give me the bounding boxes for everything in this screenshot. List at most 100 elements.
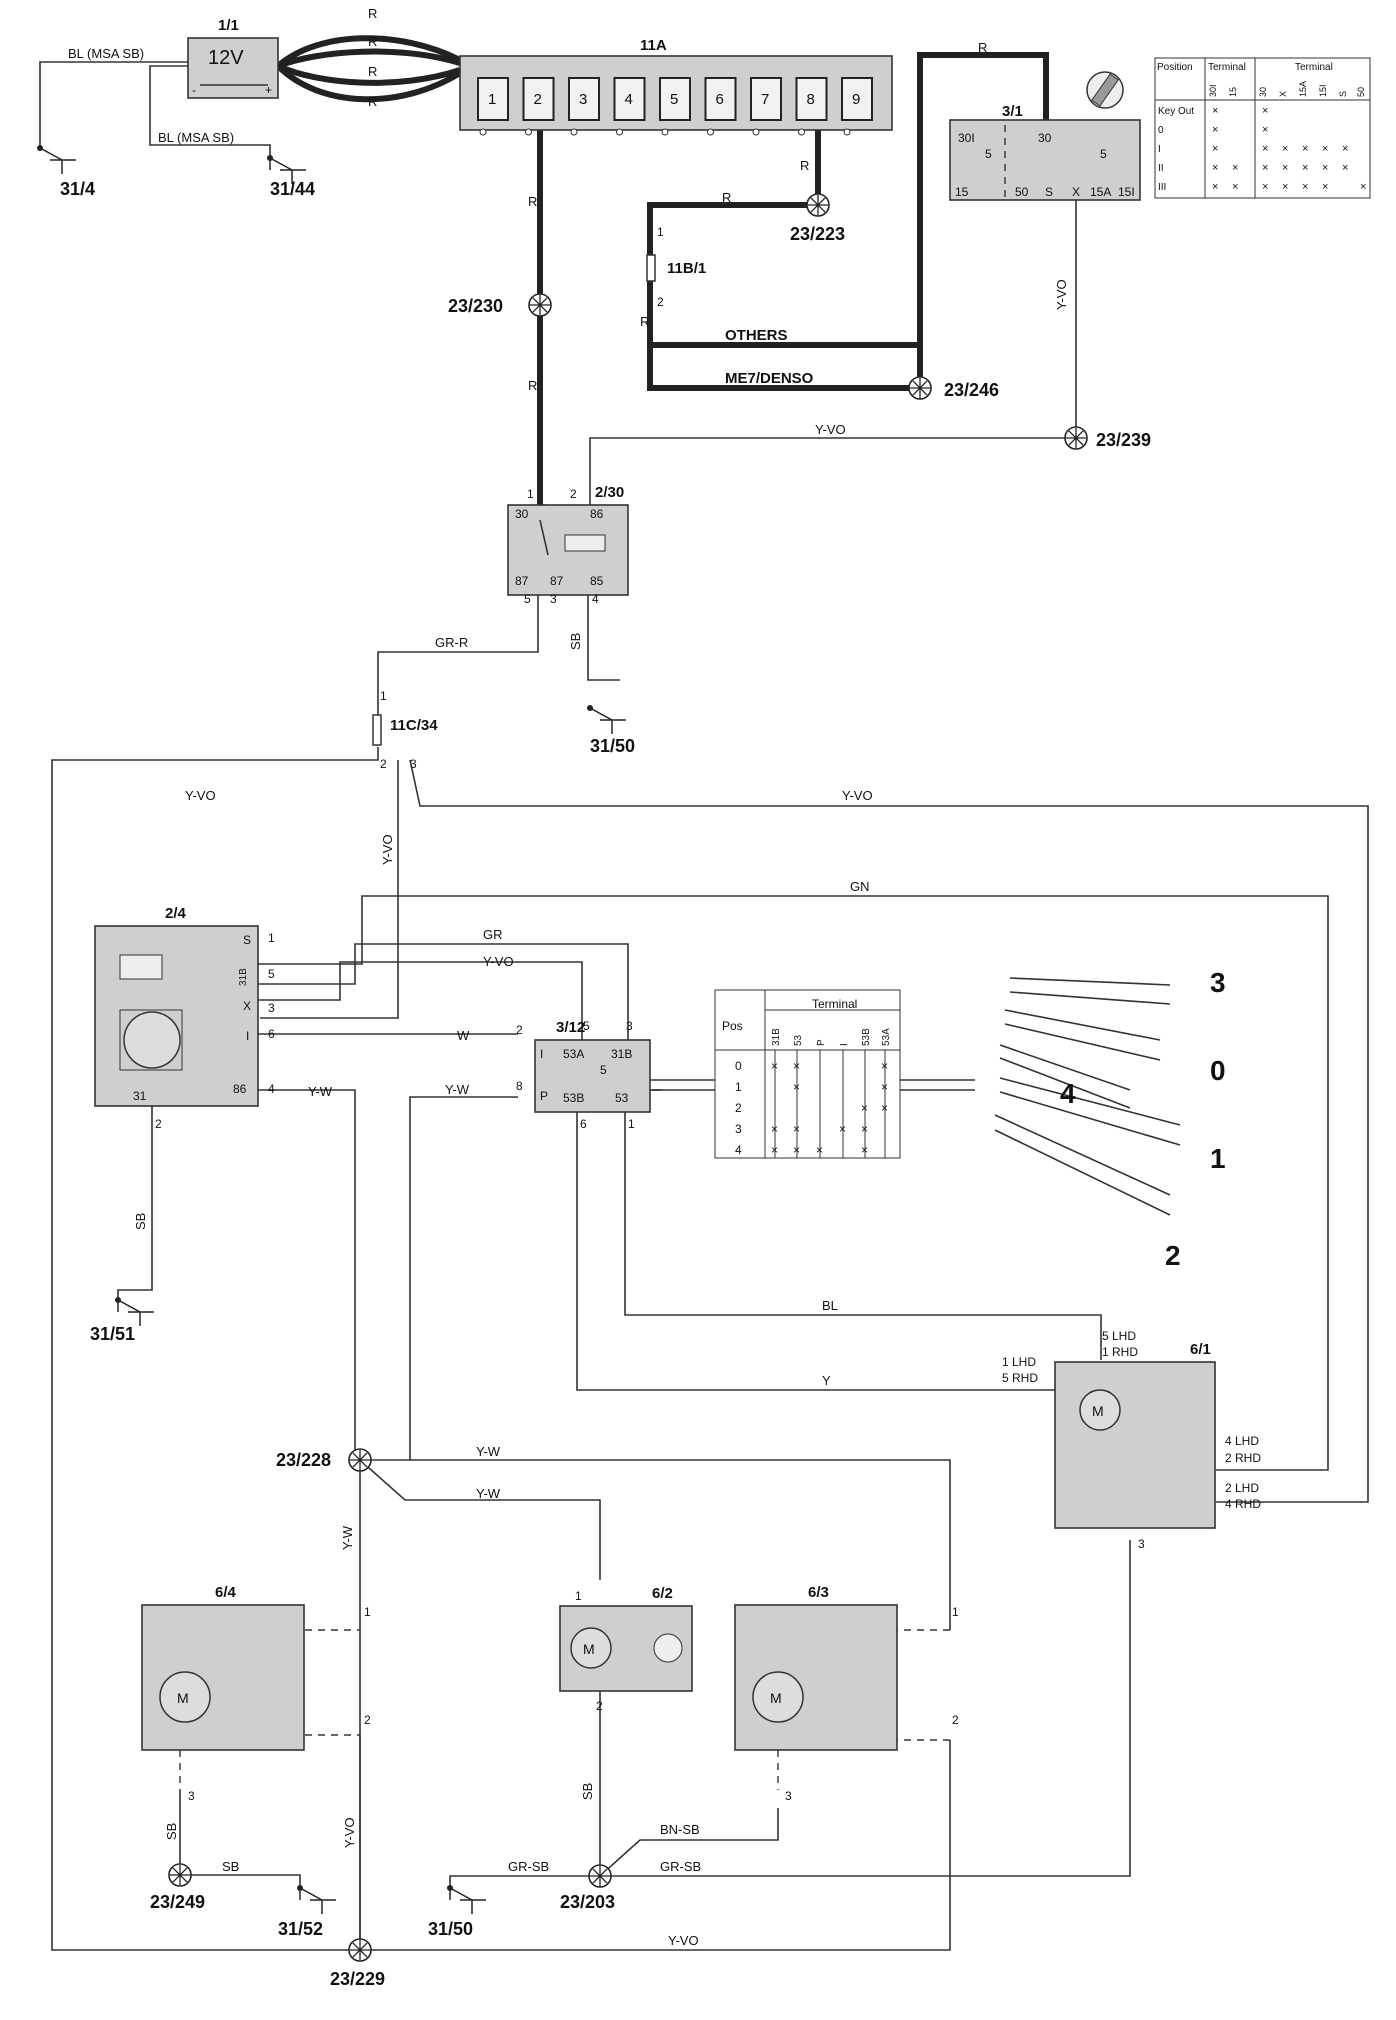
battery-label: 1/1 (218, 17, 239, 34)
svg-text:31B: 31B (611, 1047, 632, 1061)
svg-text:31/44: 31/44 (270, 179, 315, 199)
switch-mark: × (816, 1143, 823, 1157)
ign-mark: × (1322, 181, 1328, 193)
svg-text:15: 15 (955, 185, 969, 199)
ground-31-50: 31/50 (587, 705, 635, 756)
svg-text:R: R (800, 158, 809, 173)
svg-text:23/246: 23/246 (944, 380, 999, 400)
ign-mark: × (1282, 181, 1288, 193)
ign-mark: × (1360, 181, 1366, 193)
switch-mark: × (881, 1101, 888, 1115)
battery-voltage: 12V (208, 47, 244, 69)
switch-col-header: 53A (881, 1028, 892, 1046)
svg-text:SB: SB (164, 1823, 179, 1840)
fuse-number: 7 (761, 91, 769, 108)
battery: ​ 1/1 12V -+ (187, 17, 279, 99)
switch-mark: × (771, 1122, 778, 1136)
svg-text:Y: Y (822, 1373, 831, 1388)
svg-text:3: 3 (550, 592, 557, 606)
ign-col-header: 15A (1298, 81, 1308, 97)
ign-mark: × (1322, 162, 1328, 174)
wiper-switch-3-12: 3/12 53A 31B I P 53B 53 5 5 3 2 8 6 1 (516, 1019, 651, 1131)
ignition-label: 3/1 (1002, 103, 1023, 120)
splice-23-239: 23/239 (1064, 426, 1151, 450)
svg-text:2 RHD: 2 RHD (1225, 1451, 1261, 1465)
stalk-pos-1: 1 (1210, 1143, 1226, 1174)
fuse-1 (477, 77, 509, 121)
svg-text:3: 3 (626, 1019, 633, 1033)
svg-text:31/51: 31/51 (90, 1324, 135, 1344)
ign-row-label: 0 (1158, 125, 1164, 136)
svg-text:R: R (528, 194, 537, 209)
svg-text:R: R (528, 378, 537, 393)
splice-23-229: 23/229 (330, 1938, 385, 1989)
svg-text:R: R (368, 64, 377, 79)
svg-text:Terminal: Terminal (812, 997, 857, 1011)
ign-mark: × (1302, 143, 1308, 155)
svg-text:1: 1 (657, 225, 664, 239)
ign-mark: × (1212, 124, 1218, 136)
svg-text:5: 5 (268, 967, 275, 981)
svg-text:2: 2 (155, 1117, 162, 1131)
stalk-pos-4: 4 (1060, 1078, 1076, 1109)
svg-text:11B/1: 11B/1 (667, 260, 706, 277)
svg-text:2: 2 (570, 487, 577, 501)
ign-mark: × (1212, 162, 1218, 174)
svg-text:15A: 15A (1090, 185, 1111, 199)
variant-others: OTHERS (725, 327, 788, 344)
svg-text:6: 6 (268, 1027, 275, 1041)
fuse-11b: 11B/1 1 2 (646, 225, 706, 309)
ign-mark: × (1262, 105, 1268, 117)
svg-text:1 RHD: 1 RHD (1102, 1345, 1138, 1359)
svg-text:Y-W: Y-W (476, 1444, 501, 1459)
svg-text:30I: 30I (958, 131, 975, 145)
svg-text:87: 87 (515, 574, 529, 588)
svg-text:30: 30 (1038, 131, 1052, 145)
svg-text:2/4: 2/4 (165, 905, 187, 922)
svg-text:31/50: 31/50 (428, 1919, 473, 1939)
headlamp-wiper-6-3: 6/3 M 1 2 3 (734, 1584, 959, 1803)
svg-text:1 LHD: 1 LHD (1002, 1355, 1036, 1369)
wiper-stalk: 3 0 4 1 2 (994, 967, 1226, 1271)
svg-text:5: 5 (583, 1019, 590, 1033)
svg-text:11C/34: 11C/34 (390, 717, 438, 734)
stalk-pos-0: 0 (1210, 1055, 1226, 1086)
splice-group: 23/22323/23023/24623/23923/22823/22923/2… (150, 193, 1151, 1989)
svg-text:P: P (540, 1089, 548, 1103)
ign-mark: × (1262, 162, 1268, 174)
svg-text:31: 31 (133, 1089, 147, 1103)
switch-mark: × (881, 1059, 888, 1073)
svg-text:R: R (368, 6, 377, 21)
relay-2-30: 2/30 30 86 87 87 85 1 2 3 4 5 (507, 484, 629, 606)
svg-text:Terminal: Terminal (1208, 62, 1246, 73)
ign-mark: × (1322, 143, 1328, 155)
ign-mark: × (1212, 143, 1218, 155)
svg-text:6/4: 6/4 (215, 1584, 237, 1601)
switch-mark: × (861, 1122, 868, 1136)
ign-mark: × (1282, 162, 1288, 174)
svg-text:5 RHD: 5 RHD (1002, 1371, 1038, 1385)
svg-text:Y-VO: Y-VO (668, 1933, 699, 1948)
ground-31-50: 31/50 (428, 1885, 486, 1939)
switch-mark: × (881, 1080, 888, 1094)
svg-text:SB: SB (222, 1859, 239, 1874)
svg-text:GR-SB: GR-SB (508, 1859, 549, 1874)
signal-wires (39, 61, 1369, 1951)
fuse-11c: 11C/34 1 2 3 (372, 689, 438, 771)
ign-col-header: 30 (1258, 87, 1268, 97)
svg-text:1: 1 (575, 1589, 582, 1603)
ign-mark: × (1212, 105, 1218, 117)
ign-col-header: 30I (1208, 84, 1218, 97)
svg-text:50: 50 (1015, 185, 1029, 199)
svg-text:1: 1 (628, 1117, 635, 1131)
svg-text:5: 5 (600, 1063, 607, 1077)
svg-text:23/223: 23/223 (790, 224, 845, 244)
fuse-2 (522, 77, 555, 121)
splice-23-249: 23/249 (150, 1863, 205, 1912)
switch-mark: × (793, 1059, 800, 1073)
variant-me7: ME7/DENSO (725, 370, 814, 387)
